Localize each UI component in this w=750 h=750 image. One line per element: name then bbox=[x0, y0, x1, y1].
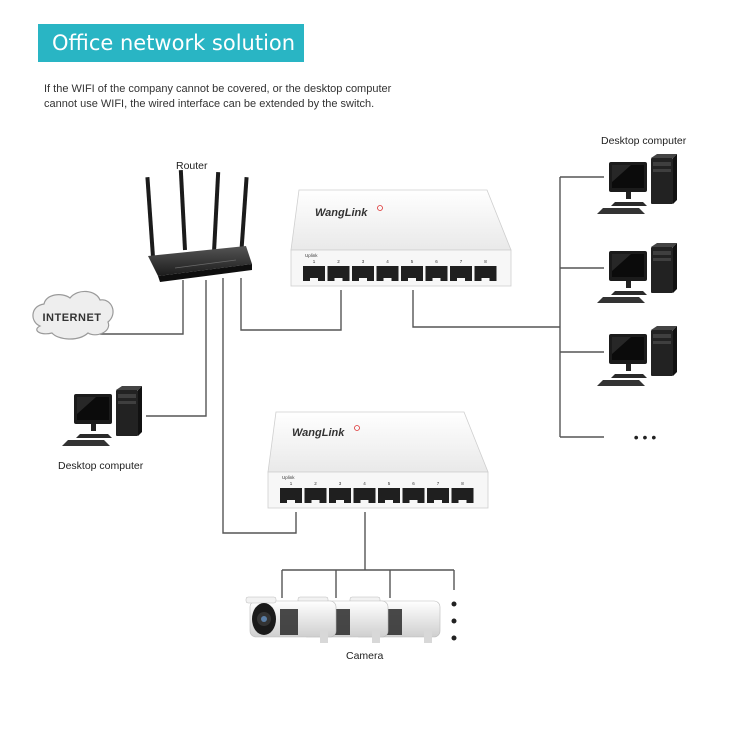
ethernet-port bbox=[450, 266, 472, 281]
router-icon bbox=[145, 170, 252, 282]
ethernet-port bbox=[280, 488, 302, 503]
uplink-label: Uplink bbox=[305, 253, 318, 258]
port-number: 1 bbox=[290, 481, 293, 486]
port-notch bbox=[408, 278, 416, 281]
line-switch-top-bus bbox=[412, 290, 560, 328]
port-notch bbox=[287, 500, 295, 503]
line-router-desktop bbox=[146, 280, 207, 417]
port-number: 3 bbox=[339, 481, 342, 486]
port-notch bbox=[434, 500, 442, 503]
ethernet-ports bbox=[303, 266, 497, 281]
port-number: 3 bbox=[362, 259, 365, 264]
ethernet-port bbox=[304, 488, 327, 503]
port-number: 7 bbox=[460, 259, 463, 264]
ethernet-port bbox=[451, 488, 474, 503]
camera-label: Camera bbox=[346, 650, 384, 662]
ethernet-port bbox=[474, 266, 497, 281]
port-number: 5 bbox=[388, 481, 391, 486]
desktop-computer-icon bbox=[597, 243, 677, 303]
ethernet-port bbox=[427, 488, 449, 503]
port-number: 6 bbox=[412, 481, 415, 486]
port-number: 5 bbox=[411, 259, 414, 264]
port-labels: 1 2 3 4 5 6 7 8 bbox=[290, 481, 465, 486]
port-number: 1 bbox=[313, 259, 316, 264]
switch-bottom: WangLink Uplink 1 2 3 4 5 6 7 8 bbox=[267, 411, 489, 509]
internet-cloud-icon: INTERNET bbox=[32, 290, 114, 340]
port-notch bbox=[360, 500, 369, 503]
port-number: 4 bbox=[363, 481, 366, 486]
more-desktops-ellipsis: • • • bbox=[634, 429, 657, 445]
internet-text: INTERNET bbox=[43, 312, 102, 324]
title-banner: Office network solution bbox=[38, 24, 304, 62]
port-notch bbox=[409, 500, 418, 503]
port-notch bbox=[458, 500, 467, 503]
desktop-computer-icon bbox=[597, 326, 677, 386]
ethernet-ports bbox=[280, 488, 474, 503]
ethernet-port bbox=[329, 488, 351, 503]
port-notch bbox=[334, 278, 343, 281]
camera-icon bbox=[245, 596, 337, 644]
ethernet-port bbox=[353, 488, 376, 503]
description-line: cannot use WIFI, the wired interface can… bbox=[44, 98, 375, 110]
line-router-switch-bottom bbox=[222, 278, 297, 534]
port-notch bbox=[457, 278, 465, 281]
port-notch bbox=[311, 500, 320, 503]
line-router-switch-top bbox=[240, 278, 342, 331]
port-number: 7 bbox=[437, 481, 440, 486]
ethernet-port bbox=[402, 488, 425, 503]
ethernet-port bbox=[327, 266, 350, 281]
port-notch bbox=[432, 278, 441, 281]
desktop-computer-icon bbox=[597, 154, 677, 214]
port-number: 8 bbox=[484, 259, 487, 264]
port-notch bbox=[385, 500, 393, 503]
switch-brand: WangLink bbox=[292, 427, 345, 439]
description: If the WIFI of the company cannot be cov… bbox=[44, 82, 444, 112]
port-notch bbox=[383, 278, 392, 281]
switch-top: WangLink Uplink 1 2 3 4 5 6 7 8 bbox=[290, 189, 512, 287]
router-label: Router bbox=[176, 160, 208, 172]
connection-lines bbox=[100, 176, 604, 598]
ethernet-port bbox=[303, 266, 325, 281]
port-number: 6 bbox=[435, 259, 438, 264]
port-notch bbox=[310, 278, 318, 281]
port-notch bbox=[359, 278, 367, 281]
port-number: 8 bbox=[461, 481, 464, 486]
uplink-label: Uplink bbox=[282, 475, 295, 480]
ethernet-port bbox=[378, 488, 400, 503]
port-number: 4 bbox=[386, 259, 389, 264]
desktop-computer-label-right: Desktop computer bbox=[601, 135, 687, 147]
desktop-computer-icon bbox=[62, 386, 142, 446]
port-number: 2 bbox=[337, 259, 340, 264]
line-router-internet bbox=[100, 280, 184, 335]
ethernet-port bbox=[376, 266, 399, 281]
port-notch bbox=[481, 278, 490, 281]
ethernet-port bbox=[352, 266, 374, 281]
port-number: 2 bbox=[314, 481, 317, 486]
description-line: If the WIFI of the company cannot be cov… bbox=[44, 83, 392, 95]
port-labels: 1 2 3 4 5 6 7 8 bbox=[313, 259, 488, 264]
desktop-computer-label-left: Desktop computer bbox=[58, 460, 144, 472]
switch-brand: WangLink bbox=[315, 207, 368, 219]
ethernet-port bbox=[425, 266, 448, 281]
port-notch bbox=[336, 500, 344, 503]
ethernet-port bbox=[401, 266, 423, 281]
more-cameras-ellipsis bbox=[451, 601, 457, 641]
